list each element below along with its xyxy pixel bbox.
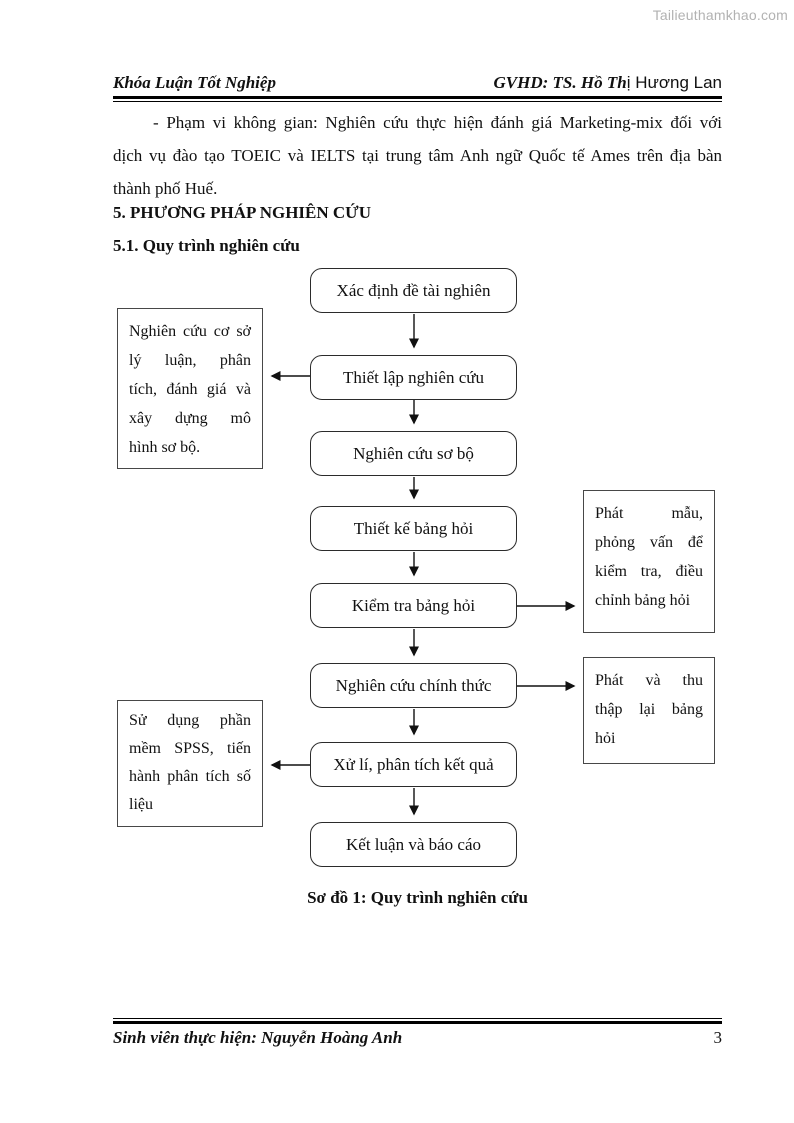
page-header: Khóa Luận Tốt Nghiệp GVHD: TS. Hồ Thị Hư… xyxy=(113,73,722,93)
note-line: hành phân tích số xyxy=(129,768,251,785)
note-line: Nghiên cứu cơ sở xyxy=(129,323,251,340)
flow-step-official-research: Nghiên cứu chính thức xyxy=(310,663,517,708)
note-line: kiểm tra, điều xyxy=(595,563,703,580)
watermark-text: Tailieuthamkhao.com xyxy=(652,7,788,23)
flow-step-design-questionnaire: Thiết kế bảng hỏi xyxy=(310,506,517,551)
note-line: lý luận, phân xyxy=(129,352,251,369)
note-line: mềm SPSS, tiến xyxy=(129,740,251,757)
flow-step-label: Thiết lập nghiên cứu xyxy=(343,367,484,387)
note-theory-basis: Nghiên cứu cơ sở lý luận, phân tích, đán… xyxy=(117,308,263,469)
flow-step-label: Nghiên cứu chính thức xyxy=(335,675,492,695)
flow-step-setup-research: Thiết lập nghiên cứu xyxy=(310,355,517,400)
footer-student-name: Sinh viên thực hiện: Nguyễn Hoàng Anh xyxy=(113,1028,403,1047)
note-line: tích, đánh giá và xyxy=(129,381,251,398)
header-divider-line xyxy=(113,96,722,102)
note-line: hỏi xyxy=(595,730,616,747)
note-line: thập lại bảng xyxy=(595,701,703,718)
note-line: phỏng vấn để xyxy=(595,534,703,551)
flow-step-analyze-results: Xử lí, phân tích kết quả xyxy=(310,742,517,787)
note-pilot-interview: Phát mẫu, phỏng vấn để kiểm tra, điều ch… xyxy=(583,490,715,633)
note-line: hình sơ bộ. xyxy=(129,439,201,456)
note-line: liệu xyxy=(129,796,153,813)
note-line: xây dựng mô xyxy=(129,410,251,427)
note-line: chỉnh bảng hỏi xyxy=(595,592,691,609)
header-advisor-serif-part: GVHD: TS. Hồ Th xyxy=(493,73,627,92)
flow-step-label: Xác định đề tài nghiên xyxy=(336,280,491,300)
flow-step-conclusion-report: Kết luận và báo cáo xyxy=(310,822,517,867)
paragraph-line: thành phố Huế. xyxy=(113,179,218,198)
note-spss-analysis: Sử dụng phần mềm SPSS, tiến hành phân tí… xyxy=(117,700,263,827)
flow-step-label: Xử lí, phân tích kết quả xyxy=(333,754,494,774)
flow-step-define-topic: Xác định đề tài nghiên xyxy=(310,268,517,313)
flow-step-preliminary-research: Nghiên cứu sơ bộ xyxy=(310,431,517,476)
header-advisor: GVHD: TS. Hồ Thị Hương Lan xyxy=(494,73,723,93)
figure-caption: Sơ đồ 1: Quy trình nghiên cứu xyxy=(307,888,528,907)
note-line: Phát mẫu, xyxy=(595,505,703,522)
note-line: Phát và thu xyxy=(595,672,703,689)
flow-step-label: Kết luận và báo cáo xyxy=(346,834,481,854)
paragraph-line: dịch vụ đào tạo TOEIC và IELTS tại trung… xyxy=(113,146,722,165)
note-line: Sử dụng phần xyxy=(129,712,251,729)
flow-step-test-questionnaire: Kiểm tra bảng hỏi xyxy=(310,583,517,628)
section-heading: 5. PHƯƠNG PHÁP NGHIÊN CỨU xyxy=(113,203,371,222)
page-footer: Sinh viên thực hiện: Nguyễn Hoàng Anh 3 xyxy=(113,1028,722,1048)
flow-step-label: Nghiên cứu sơ bộ xyxy=(353,443,474,463)
paragraph-line: - Phạm vi không gian: Nghiên cứu thực hi… xyxy=(153,113,722,132)
note-collect-questionnaire: Phát và thu thập lại bảng hỏi xyxy=(583,657,715,764)
flow-step-label: Thiết kế bảng hỏi xyxy=(353,518,474,538)
footer-page-number: 3 xyxy=(713,1028,723,1047)
subsection-heading: 5.1. Quy trình nghiên cứu xyxy=(113,236,300,255)
flow-step-label: Kiểm tra bảng hỏi xyxy=(351,595,476,615)
footer-divider-line xyxy=(113,1018,722,1024)
header-advisor-sans-part: ị Hương Lan xyxy=(626,73,722,92)
header-thesis-title: Khóa Luận Tốt Nghiệp xyxy=(113,73,276,92)
body-paragraph: - Phạm vi không gian: Nghiên cứu thực hi… xyxy=(113,106,722,205)
